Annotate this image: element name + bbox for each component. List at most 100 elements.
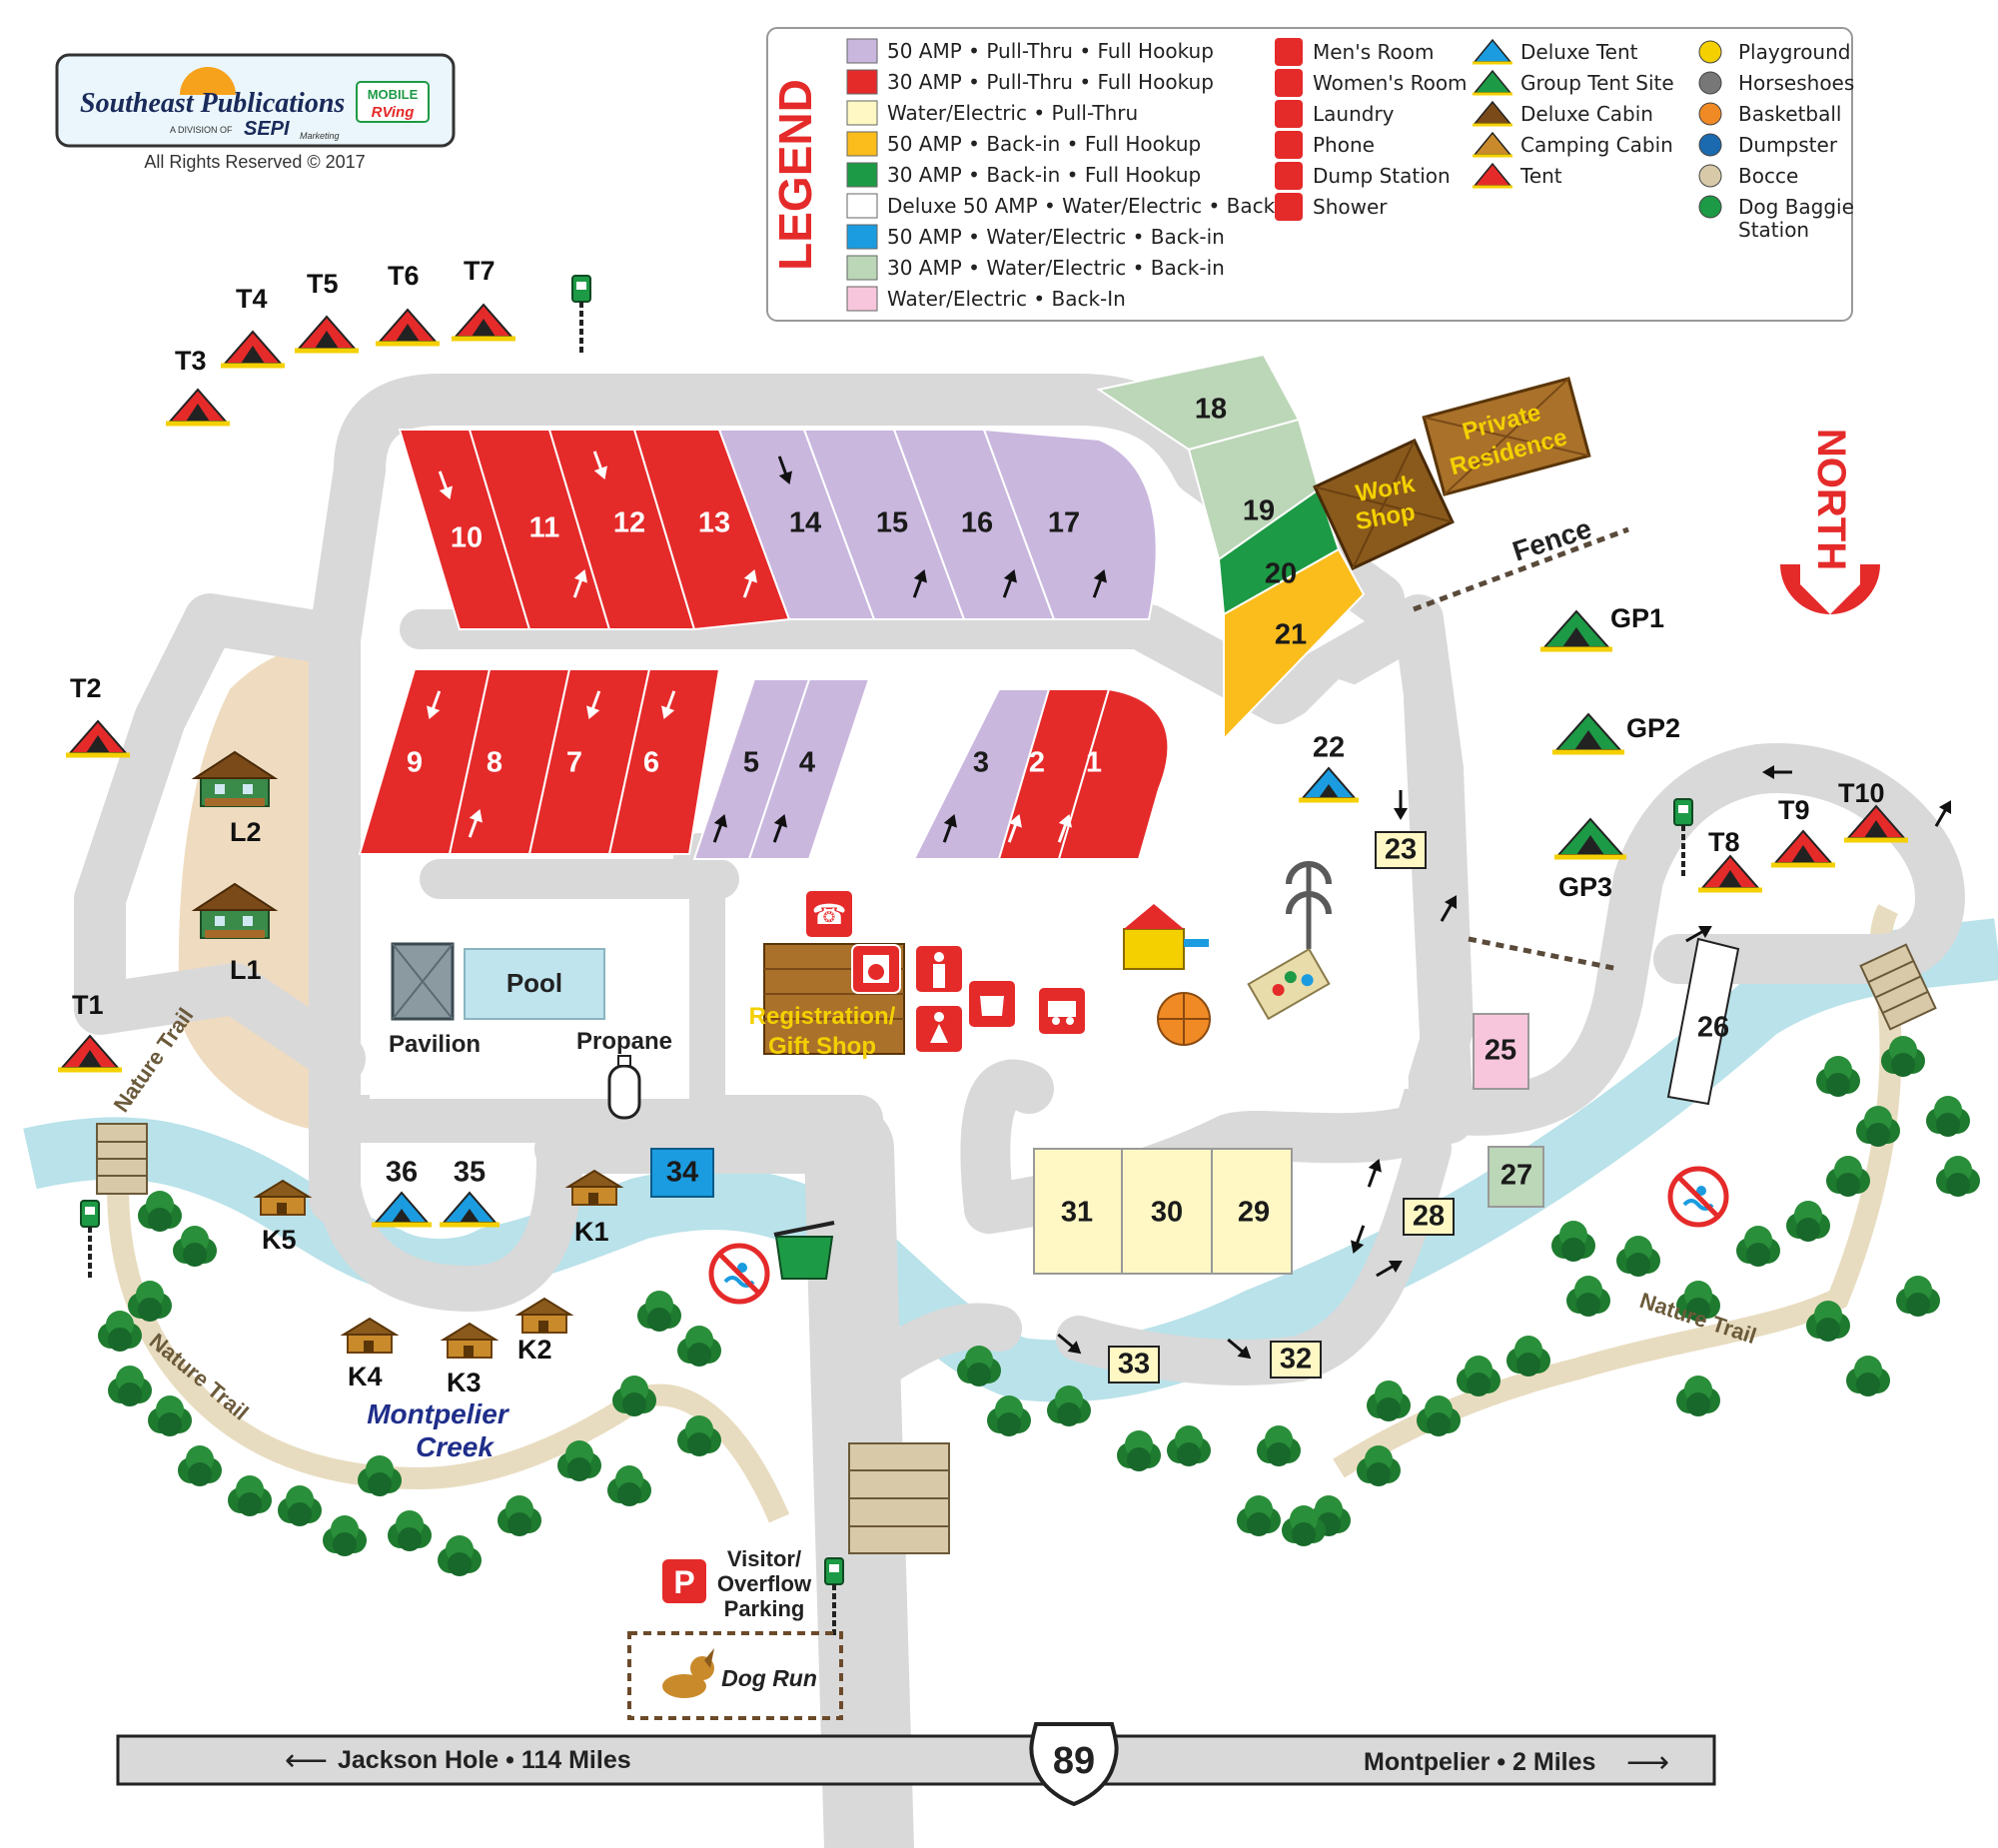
- arrow-right-icon: ⟶: [1626, 1745, 1669, 1780]
- shower-icon: [967, 979, 1017, 1029]
- site-6[interactable]: [607, 668, 721, 855]
- site-21[interactable]: [1223, 547, 1366, 742]
- site-5-label: 5: [743, 747, 759, 779]
- legend-swatch: [846, 286, 878, 312]
- dump-station-icon: [1037, 986, 1087, 1036]
- shower-icon: [1275, 193, 1303, 221]
- site-7-label: 7: [566, 747, 582, 779]
- tent-t6-label: T6: [388, 261, 420, 291]
- group-tent-icon: [1473, 69, 1512, 96]
- deluxe-tent-icon: [1473, 38, 1512, 65]
- site-29[interactable]: [1211, 1148, 1293, 1275]
- dumpster-icon: [773, 1221, 835, 1280]
- site-9-label: 9: [407, 747, 423, 779]
- site-26[interactable]: [1666, 937, 1740, 1106]
- legend-site-type-label: 50 AMP • Pull-Thru • Full Hookup: [887, 39, 1214, 63]
- laundry-icon: [1275, 100, 1303, 128]
- site-10-label: 10: [451, 522, 483, 554]
- badge-line1: MOBILE: [368, 87, 419, 102]
- tent-icon: [452, 305, 515, 339]
- site-4-label: 4: [799, 747, 815, 779]
- legend-lodging-label: Group Tent Site: [1520, 71, 1674, 95]
- site-23-label: 23: [1385, 834, 1417, 866]
- publisher-brand: SEPI: [244, 118, 290, 140]
- site-17-label: 17: [1048, 507, 1080, 539]
- bocce-icon: [1698, 164, 1722, 188]
- legend-swatch: [846, 224, 878, 250]
- site-8-label: 8: [487, 747, 502, 779]
- tent-t2-label: T2: [70, 673, 102, 703]
- group-tent-icon: [1540, 611, 1612, 649]
- legend-recreation: PlaygroundHorseshoesBasketballDumpsterBo…: [1698, 40, 1854, 242]
- site-29-label: 29: [1238, 1197, 1270, 1229]
- montpelier-destination: Montpelier • 2 Miles: [1364, 1748, 1595, 1776]
- site-2-label: 2: [1029, 747, 1045, 779]
- cabin-k2-label: K2: [517, 1335, 552, 1365]
- site-1[interactable]: [1057, 687, 1170, 860]
- site-32[interactable]: [1270, 1341, 1322, 1379]
- site-17[interactable]: [982, 428, 1158, 620]
- site-16-label: 16: [961, 507, 993, 539]
- group-tent-icon: [1554, 819, 1626, 857]
- legend-amenity-label: Women's Room: [1313, 71, 1468, 95]
- site-27-label: 27: [1500, 1160, 1532, 1192]
- fence-north: [1413, 526, 1629, 612]
- legend-site-type-label: 50 AMP • Back-in • Full Hookup: [887, 132, 1201, 156]
- tent-t8-label: T8: [1708, 827, 1740, 857]
- playground-icon: [1123, 904, 1209, 970]
- legend-box: [766, 27, 1853, 322]
- group-tent-gp3-label: GP3: [1558, 872, 1612, 902]
- site-4[interactable]: [747, 678, 871, 860]
- site-23[interactable]: [1375, 831, 1427, 869]
- site-26-label: 26: [1697, 1012, 1729, 1044]
- group-tent-gp2-label: GP2: [1626, 713, 1680, 743]
- camping-cabin-icon: [1473, 131, 1512, 158]
- camping-cabin-icon: [343, 1318, 397, 1354]
- cabin-k1-label: K1: [574, 1217, 609, 1247]
- tent-icon: [295, 317, 359, 351]
- tent-icon: [1771, 831, 1835, 865]
- site-14-label: 14: [789, 507, 821, 539]
- jackson-hole-destination: Jackson Hole • 114 Miles: [338, 1746, 631, 1774]
- publisher-division: A DIVISION OF: [170, 125, 233, 135]
- legend-site-type-label: Water/Electric • Back-In: [887, 287, 1126, 311]
- legend-swatch: [846, 38, 878, 64]
- site-15-label: 15: [876, 507, 908, 539]
- site-27[interactable]: [1488, 1146, 1544, 1208]
- tent-t10-label: T10: [1838, 778, 1885, 808]
- legend-amenity-label: Phone: [1313, 133, 1375, 157]
- creek-label-1: Montpelier: [367, 1398, 510, 1429]
- legend-amenity-label: Dump Station: [1313, 164, 1451, 188]
- parking-icon: [662, 1559, 706, 1603]
- phone-icon: ☎: [804, 889, 854, 939]
- propane-tank-icon: [607, 1055, 641, 1120]
- bridge-main: [848, 1442, 950, 1554]
- visitor-parking-label-3: Parking: [724, 1596, 805, 1621]
- site-34[interactable]: [650, 1148, 714, 1198]
- no-swimming-icon: [708, 1243, 770, 1305]
- parking-letter: P: [673, 1564, 694, 1600]
- legend-site-type-label: 30 AMP • Water/Electric • Back-in: [887, 256, 1225, 280]
- tent-t4-label: T4: [236, 284, 268, 314]
- legend-lodging-label: Deluxe Cabin: [1520, 102, 1653, 126]
- site-28[interactable]: [1403, 1198, 1455, 1236]
- highway-89: [116, 1734, 1716, 1786]
- site-33[interactable]: [1108, 1346, 1160, 1384]
- site-12-label: 12: [613, 507, 645, 539]
- registration-label-1: Registration/: [749, 1003, 896, 1030]
- tent-icon: [221, 332, 285, 366]
- pool: [464, 948, 605, 1020]
- pool-label: Pool: [506, 968, 562, 998]
- site-31[interactable]: [1033, 1148, 1123, 1275]
- bocce-icon: [1247, 947, 1331, 1021]
- legend-site-type-label: 30 AMP • Pull-Thru • Full Hookup: [887, 70, 1214, 94]
- highway-shield-icon: [1029, 1722, 1119, 1807]
- tent-t5-label: T5: [307, 269, 339, 299]
- legend-swatch: [846, 193, 878, 219]
- legend-swatch: [846, 131, 878, 157]
- legend-swatch: [846, 100, 878, 126]
- site-25[interactable]: [1473, 1013, 1529, 1090]
- site-19-label: 19: [1243, 495, 1275, 527]
